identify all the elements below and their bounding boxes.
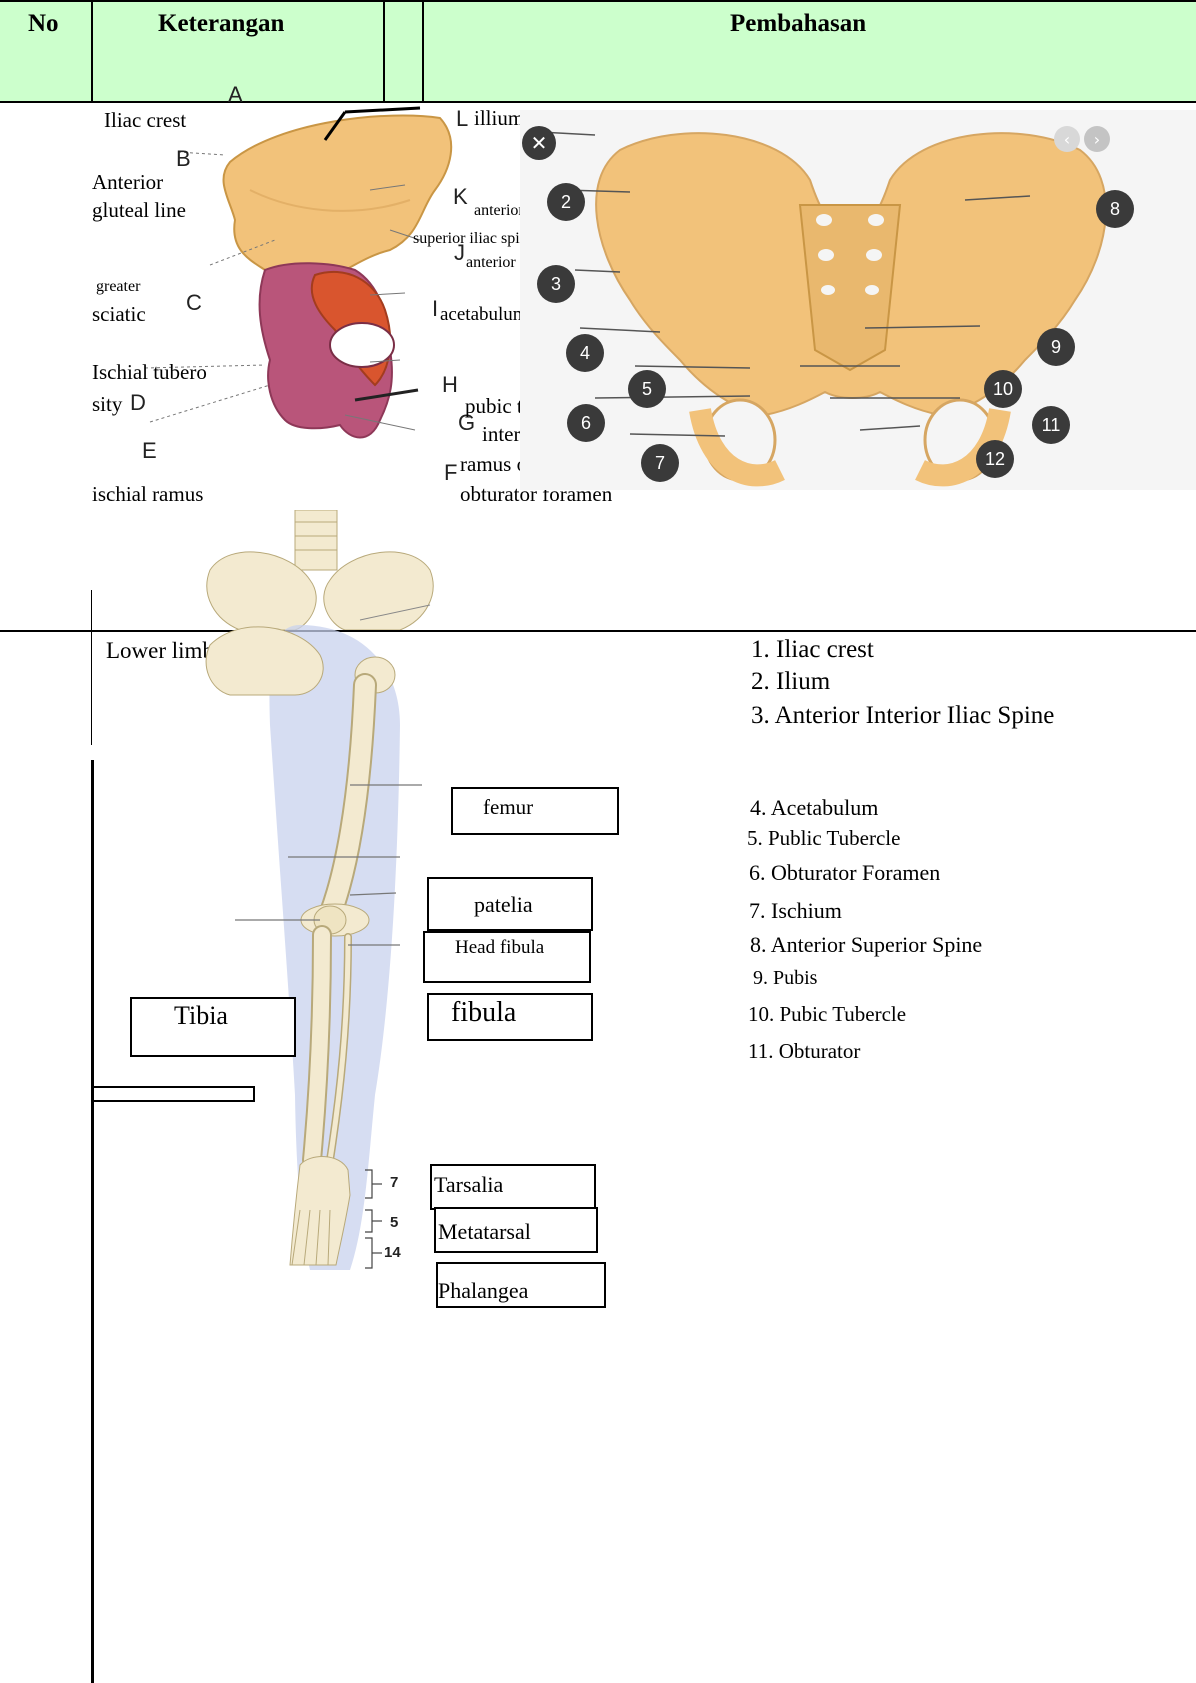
label-anterior-superior-1: anterior <box>474 202 524 220</box>
box-head-fibula: Head fibula <box>423 931 591 983</box>
box-tarsalia: Tarsalia <box>430 1164 596 1210</box>
chevron-right-icon[interactable]: › <box>1084 126 1110 152</box>
col-divider-no <box>91 0 93 101</box>
box-head-fibula-text: Head fibula <box>455 937 544 959</box>
pelvis-marker-3: 3 <box>537 265 575 303</box>
pelvis-marker-11: 11 <box>1032 406 1070 444</box>
hip-letter-c: C <box>186 290 202 316</box>
small-pelvis-illustration <box>200 510 440 630</box>
list-item: 2. Ilium <box>751 668 830 696</box>
box-tibia: Tibia <box>130 997 296 1057</box>
label-greater-sciatic-1: greater <box>96 278 140 296</box>
lower-limb-illustration <box>200 625 440 1270</box>
obturator-foramen-shape <box>330 323 394 367</box>
list-item: 10. Pubic Tubercle <box>748 1002 906 1027</box>
list-item: 9. Pubis <box>753 967 817 990</box>
chevron-left-icon[interactable]: ‹ <box>1054 126 1080 152</box>
label-iliac-crest: Iliac crest <box>104 108 186 132</box>
hip-letter-l: L <box>456 106 468 132</box>
row1-bottom-border <box>0 630 1196 632</box>
pelvis-marker-8: 8 <box>1096 190 1134 228</box>
list-item: 7. Ischium <box>749 898 842 924</box>
hip-letter-a: A <box>228 82 243 108</box>
pelvis-marker-4: 4 <box>566 334 604 372</box>
box-patella: patelia <box>427 877 593 931</box>
box-metatarsal-text: Metatarsal <box>438 1219 531 1245</box>
header-no: No <box>28 10 59 38</box>
box-phalangea-text: Phalangea <box>438 1278 528 1304</box>
hip-letter-f: F <box>444 460 457 486</box>
header-pembahasan: Pembahasan <box>730 10 866 38</box>
pelvis-illustration <box>520 110 1196 490</box>
pelvis-marker-2: 2 <box>547 183 585 221</box>
label-ischial-tuberosity-2: sity <box>92 392 122 416</box>
row2-left-line-short <box>91 630 92 745</box>
header-keterangan: Keterangan <box>158 10 284 38</box>
hip-letter-h: H <box>442 372 458 398</box>
label-greater-sciatic-2: sciatic <box>92 302 146 326</box>
box-fibula-text: fibula <box>451 997 516 1029</box>
hip-letter-e: E <box>142 438 157 464</box>
count-metatarsal: 5 <box>390 1214 398 1231</box>
table-top-border <box>0 0 1196 2</box>
count-tarsal: 7 <box>390 1174 398 1191</box>
box-tarsalia-text: Tarsalia <box>434 1172 503 1198</box>
label-ischial-tuberosity-1: Ischial tubero <box>92 360 207 384</box>
list-item: 1. Iliac crest <box>751 636 874 664</box>
box-fibula: fibula <box>427 993 593 1041</box>
pelvis-marker-5: 5 <box>628 370 666 408</box>
list-item: 3. Anterior Interior Iliac Spine <box>751 702 1054 730</box>
list-item: 11. Obturator <box>748 1039 860 1064</box>
pelvis-marker-10: 10 <box>984 370 1022 408</box>
col-divider-keterangan <box>383 0 385 101</box>
hip-letter-k: K <box>453 184 468 210</box>
hip-letter-b: B <box>176 146 191 172</box>
list-item: 5. Public Tubercle <box>747 826 900 851</box>
box-femur: femur <box>451 787 619 835</box>
close-icon[interactable]: ✕ <box>522 126 556 160</box>
pelvis-marker-9: 9 <box>1037 328 1075 366</box>
row1-left-line <box>91 590 92 630</box>
box-metatarsal: Metatarsal <box>434 1207 598 1253</box>
row2-left-line-long <box>91 760 94 1683</box>
box-tibia-text: Tibia <box>174 1001 228 1031</box>
label-anterior-superior-2: superior iliac spine <box>413 230 535 248</box>
list-item: 4. Acetabulum <box>750 795 878 821</box>
label-anterior-gluteal-2: gluteal line <box>92 198 186 222</box>
label-ischial-ramus: ischial ramus <box>92 482 203 506</box>
box-femur-text: femur <box>483 795 533 820</box>
label-illium: illium <box>474 106 524 130</box>
list-item: 6. Obturator Foramen <box>749 860 940 886</box>
pelvis-marker-6: 6 <box>567 404 605 442</box>
box-phalangea: Phalangea <box>436 1262 606 1308</box>
hip-letter-i: I <box>432 296 438 322</box>
col-divider-narrow <box>422 0 424 101</box>
pelvis-marker-12: 12 <box>976 440 1014 478</box>
box-patella-text: patelia <box>474 892 533 918</box>
pelvis-marker-7: 7 <box>641 444 679 482</box>
label-anterior-gluteal-1: Anterior <box>92 170 163 194</box>
hip-letter-d: D <box>130 390 146 416</box>
label-acetabulum: acetabulum <box>440 304 528 326</box>
list-item: 8. Anterior Superior Spine <box>750 932 982 958</box>
pelvis-image-panel <box>520 110 1196 490</box>
count-phalanges: 14 <box>384 1244 401 1261</box>
